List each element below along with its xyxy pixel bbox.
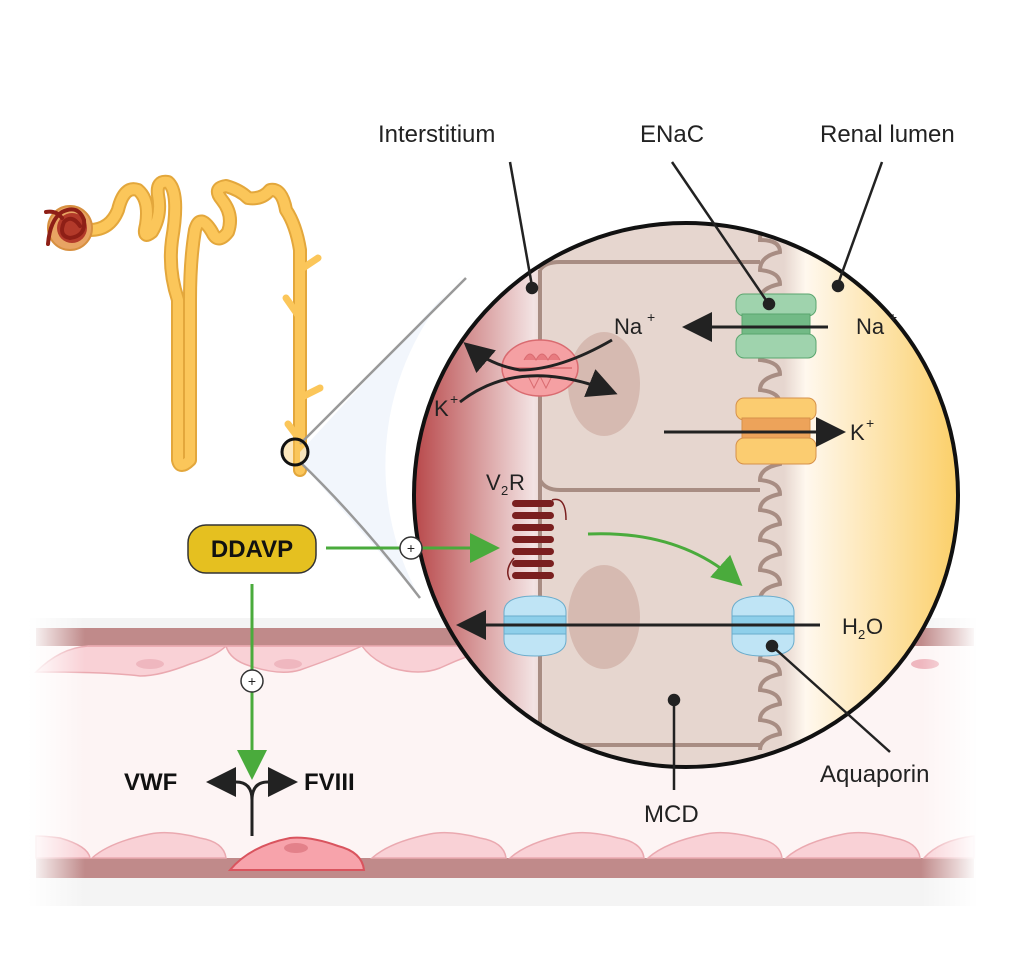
v2r-receptor: [507, 498, 567, 581]
svg-text:2: 2: [501, 483, 508, 498]
enac-channel: [735, 293, 817, 359]
label-mcd: MCD: [644, 801, 699, 828]
svg-text:K: K: [850, 420, 865, 445]
svg-text:DDAVP: DDAVP: [211, 536, 293, 563]
label-v2r: V 2 R: [486, 470, 525, 498]
svg-text:+: +: [248, 673, 256, 689]
svg-text:K: K: [434, 396, 449, 421]
plus-badge: +: [240, 669, 264, 693]
magnifier-cone: [280, 272, 467, 599]
svg-text:+: +: [866, 415, 874, 431]
potassium-channel: [735, 397, 817, 465]
svg-text:O: O: [866, 614, 883, 639]
label-na-intracellular: Na +: [614, 309, 655, 339]
zoom-region-marker: [280, 437, 310, 467]
svg-text:+: +: [450, 391, 458, 407]
ddavp-pathways: + +: [206, 533, 500, 836]
svg-text:+: +: [407, 540, 415, 556]
svg-text:H: H: [842, 614, 858, 639]
label-fviii: FVIII: [304, 769, 355, 796]
nucleus: [568, 332, 640, 436]
ddavp-badge: DDAVP: [187, 524, 317, 574]
svg-text:R: R: [509, 470, 525, 495]
label-k-lumen: K +: [850, 415, 874, 445]
glomerulus: [44, 205, 93, 251]
label-h2o: H 2 O: [842, 614, 883, 642]
svg-text:+: +: [889, 309, 897, 325]
label-vwf: VWF: [124, 769, 177, 796]
label-k-interstitium: K +: [434, 391, 458, 421]
svg-text:2: 2: [858, 627, 865, 642]
label-interstitium: Interstitium: [378, 121, 495, 148]
label-na-lumen: Na +: [856, 309, 897, 339]
leader-lines: [508, 161, 891, 790]
nephron: [44, 174, 324, 477]
svg-text:Na: Na: [614, 314, 643, 339]
magnified-cell-view: [412, 221, 960, 769]
plus-badge: +: [399, 536, 423, 560]
label-enac: ENaC: [640, 121, 704, 148]
svg-text:Na: Na: [856, 314, 885, 339]
nucleus: [568, 565, 640, 669]
svg-text:V: V: [486, 470, 501, 495]
label-aquaporin: Aquaporin: [820, 761, 929, 788]
label-renal-lumen: Renal lumen: [820, 121, 955, 148]
svg-text:+: +: [647, 309, 655, 325]
